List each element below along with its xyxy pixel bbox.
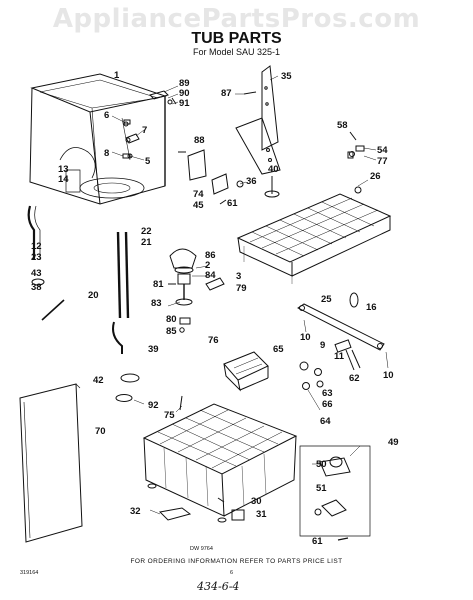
callout-part-51: 51 — [316, 483, 327, 494]
callout-part-88: 88 — [194, 135, 205, 146]
callout-part-85: 85 — [166, 326, 177, 337]
callout-part-64: 64 — [320, 416, 331, 427]
callout-part-36: 36 — [246, 176, 257, 187]
callout-part-40: 40 — [268, 164, 279, 175]
callout-part-74: 74 — [193, 189, 204, 200]
callout-part-89: 89 — [179, 78, 190, 89]
callout-part-8: 8 — [104, 148, 110, 159]
callout-part-22: 22 — [141, 226, 152, 237]
callout-part-35: 35 — [281, 71, 292, 82]
callout-part-54: 54 — [377, 145, 388, 156]
handwritten-note: 434-6-4 — [197, 580, 240, 593]
callout-part-50: 50 — [316, 459, 327, 470]
rack-support-bracket — [235, 66, 280, 174]
upper-clamp-parts — [150, 86, 178, 104]
ordering-footer: FOR ORDERING INFORMATION REFER TO PARTS … — [130, 558, 343, 565]
tub-drawing — [30, 74, 165, 204]
callout-part-77: 77 — [377, 156, 388, 167]
drawing-number: DW 9764 — [190, 546, 213, 552]
rack-rail-assembly — [298, 304, 388, 370]
callout-part-31: 31 — [256, 509, 267, 520]
callout-part-3: 3 — [236, 271, 242, 282]
callout-part-45: 45 — [193, 200, 204, 211]
callout-part-11: 11 — [334, 351, 345, 362]
callout-part-23: 23 — [31, 252, 42, 263]
callout-part-84: 84 — [205, 270, 216, 281]
callout-part-7: 7 — [142, 125, 148, 136]
callout-part-14: 14 — [58, 174, 69, 185]
rail-stop-parts — [348, 132, 376, 160]
door-panel — [20, 384, 82, 542]
callout-part-5: 5 — [145, 156, 151, 167]
callout-part-80: 80 — [166, 314, 177, 325]
callout-part-75: 75 — [164, 410, 175, 421]
callout-part-91: 91 — [179, 98, 190, 109]
callout-part-13: 13 — [58, 164, 69, 175]
water-valve-box — [300, 446, 370, 536]
callout-part-12: 12 — [31, 241, 42, 252]
callout-part-21: 21 — [141, 237, 152, 248]
callout-part-16: 16 — [366, 302, 377, 313]
callout-part-63: 63 — [322, 388, 333, 399]
site-watermark: AppliancePartsPros.com — [52, 4, 421, 34]
callout-part-70: 70 — [95, 426, 106, 437]
rack-wheel-parts — [150, 498, 244, 520]
callout-part-61-upper: 61 — [227, 198, 238, 209]
rack-roller-part — [350, 293, 358, 307]
callout-part-20: 20 — [88, 290, 99, 301]
upper-dish-rack — [238, 194, 390, 284]
lower-rack-stud — [176, 396, 182, 412]
callout-part-87: 87 — [221, 88, 232, 99]
callout-part-65: 65 — [273, 344, 284, 355]
center-bracket-parts — [178, 150, 246, 204]
callout-part-10-right: 10 — [383, 370, 394, 381]
callout-part-42: 42 — [93, 375, 104, 386]
callout-part-26: 26 — [370, 171, 381, 182]
callout-part-10-left: 10 — [300, 332, 311, 343]
callout-part-92: 92 — [148, 400, 159, 411]
callout-part-83: 83 — [151, 298, 162, 309]
callout-part-2: 2 — [205, 260, 211, 271]
lower-dish-rack — [144, 404, 296, 522]
callout-part-61-lower: 61 — [312, 536, 323, 547]
spray-arm-bearing-parts — [300, 362, 323, 410]
callout-part-90: 90 — [179, 88, 190, 99]
silverware-basket — [224, 352, 268, 390]
tub-hardware — [112, 116, 144, 160]
lower-left-hardware — [32, 279, 144, 404]
callout-part-76: 76 — [208, 335, 219, 346]
side-reference-number: 319164 — [20, 570, 39, 576]
lower-screw — [338, 538, 348, 540]
callout-part-62: 62 — [349, 373, 360, 384]
callout-part-86: 86 — [205, 250, 216, 261]
upper-spray-hub — [265, 176, 368, 197]
callout-part-6: 6 — [104, 110, 110, 121]
callout-part-43: 43 — [31, 268, 42, 279]
callout-part-25: 25 — [321, 294, 332, 305]
pump-assembly — [168, 249, 224, 332]
callout-part-32: 32 — [130, 506, 141, 517]
callout-part-1: 1 — [114, 70, 120, 81]
callout-part-9: 9 — [320, 340, 326, 351]
callout-part-39: 39 — [148, 344, 159, 355]
model-subtitle: For Model SAU 325-1 — [192, 47, 281, 57]
callout-part-30: 30 — [251, 496, 262, 507]
drain-hoses — [29, 206, 128, 354]
callout-part-66: 66 — [322, 399, 333, 410]
callout-part-49: 49 — [388, 437, 399, 448]
callout-part-81: 81 — [153, 279, 164, 290]
diagram-title: TUB PARTS — [191, 30, 282, 47]
callout-part-79: 79 — [236, 283, 247, 294]
page-number: 6 — [230, 570, 234, 576]
callout-part-58: 58 — [337, 120, 348, 131]
callout-part-38: 38 — [31, 282, 42, 293]
